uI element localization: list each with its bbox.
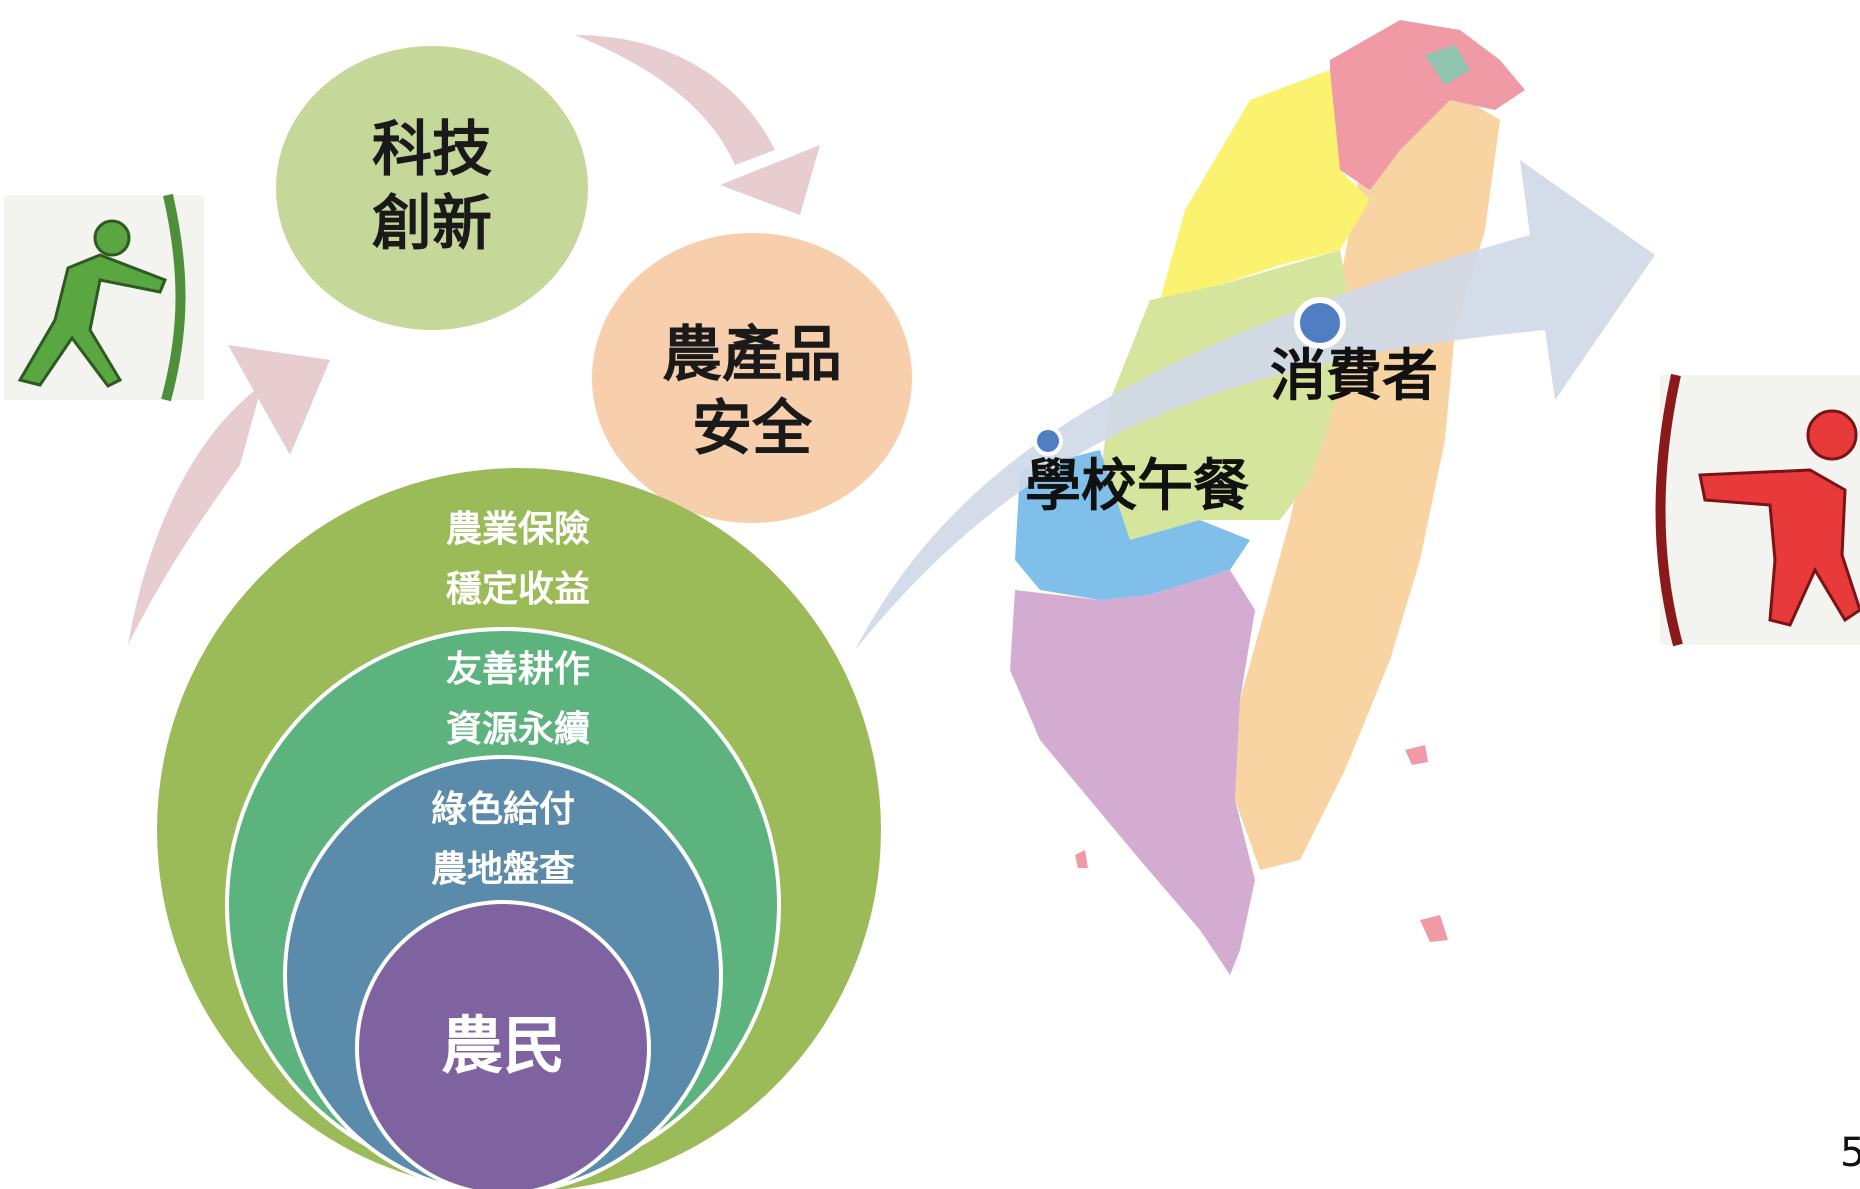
taiwan-map bbox=[1010, 20, 1525, 975]
green-pushing-figure-image bbox=[4, 193, 204, 402]
tech-label-line-2: 創新 bbox=[372, 189, 492, 259]
map-region-west-blue bbox=[1015, 450, 1250, 600]
ring-third-line-1: 綠色給付 bbox=[430, 789, 575, 830]
pink-arrow-top-head bbox=[720, 145, 820, 215]
green-person-body bbox=[17, 253, 167, 388]
ring-core-label: 農民 bbox=[440, 1009, 565, 1082]
red-pulling-figure-image bbox=[1655, 373, 1860, 647]
school-dot bbox=[1033, 426, 1063, 456]
map-island-south bbox=[1420, 915, 1448, 942]
ring-third-line-2: 農地盤查 bbox=[430, 849, 575, 890]
pink-arrow-left bbox=[128, 385, 262, 645]
ring-core bbox=[355, 900, 651, 1189]
ring-outer-line-2: 穩定收益 bbox=[445, 569, 590, 610]
safety-label-line-1: 農產品 bbox=[662, 320, 842, 390]
consumer-dot bbox=[1294, 297, 1346, 349]
blue-arrow bbox=[855, 160, 1655, 650]
ring-outer-line-1: 農業保險 bbox=[445, 509, 590, 550]
safety-bubble bbox=[592, 233, 912, 523]
ring-second-line-2: 資源永續 bbox=[445, 709, 590, 750]
map-region-northwest-yellow bbox=[1160, 70, 1370, 300]
page-number: 5 bbox=[1840, 1130, 1860, 1176]
school-lunch-label: 學校午餐 bbox=[1025, 454, 1249, 519]
pink-arrow-top bbox=[575, 35, 775, 165]
red-person-head bbox=[1806, 409, 1858, 461]
ring-outer-label: 農業保險 穩定收益 bbox=[418, 500, 618, 620]
safety-label-line-2: 安全 bbox=[692, 394, 812, 464]
map-island-penghu bbox=[1075, 850, 1088, 868]
red-wall-curve bbox=[1655, 373, 1683, 647]
ring-third-label: 綠色給付 農地盤查 bbox=[403, 780, 603, 900]
green-person-head bbox=[93, 219, 131, 257]
consumer-label: 消費者 bbox=[1270, 344, 1438, 409]
tech-label-line-1: 科技 bbox=[372, 115, 492, 185]
green-wall-curve bbox=[161, 193, 186, 402]
safety-bubble-label: 農產品 安全 bbox=[652, 318, 852, 466]
map-region-north-teal bbox=[1425, 45, 1470, 85]
tech-bubble bbox=[276, 46, 588, 330]
ring-second-line-1: 友善耕作 bbox=[445, 649, 590, 690]
ring-second-label: 友善耕作 資源永續 bbox=[418, 640, 618, 760]
map-region-north-pink bbox=[1330, 20, 1525, 190]
pink-arrow-left-head bbox=[228, 345, 330, 455]
map-region-south-purple bbox=[1010, 570, 1255, 975]
map-island-east bbox=[1405, 745, 1428, 765]
tech-bubble-label: 科技 創新 bbox=[352, 113, 512, 261]
red-person-body bbox=[1698, 468, 1860, 627]
